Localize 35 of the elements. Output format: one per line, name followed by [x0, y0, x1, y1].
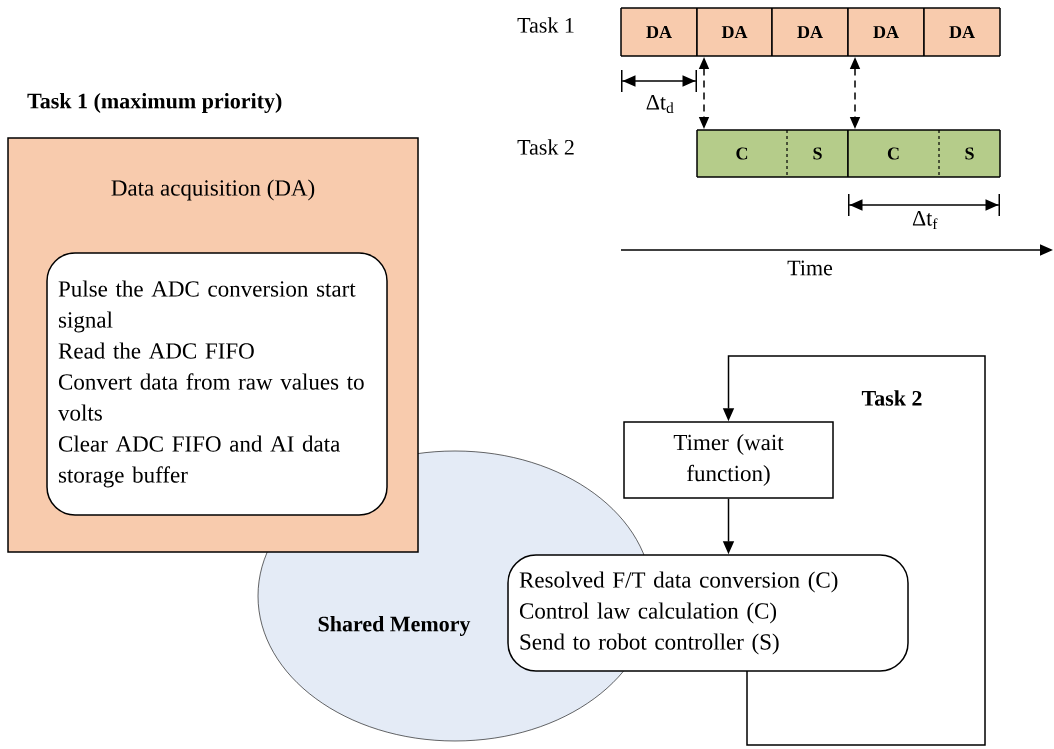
axis-label: Task 2	[517, 139, 574, 155]
memory-label: Shared Memory	[318, 616, 471, 636]
axis-label: Δt$_{f}$	[912, 210, 938, 230]
node-label: C	[736, 147, 748, 160]
step-text: Read the ADC FIFO	[58, 342, 254, 359]
axis-label: Task 1	[517, 17, 574, 33]
node-label: DA	[721, 26, 748, 38]
timer-box: Timer (wait function)	[623, 421, 834, 499]
heading-text: Task 1 (maximum priority)	[27, 93, 282, 113]
step-text: Pulse the ADC conversion start signal	[58, 280, 356, 333]
box-title: Data acquisition (DA)	[111, 179, 315, 201]
axis-label: Task 2	[861, 390, 922, 406]
time-slot: C	[847, 129, 940, 178]
node-label: DA	[797, 26, 823, 38]
step-text: Send to robot controller (S)	[520, 633, 779, 655]
step-text: Clear ADC FIFO and AI data storage buffer	[58, 435, 340, 488]
step-text: Resolved F/T data conversion (C)	[519, 571, 838, 593]
time-slot: C	[696, 129, 788, 178]
node-label: DA	[646, 26, 672, 38]
rounded-box	[46, 252, 388, 516]
time-slot: DA	[771, 7, 849, 57]
time-slot: DA	[847, 7, 925, 57]
time-slot: DA	[620, 7, 698, 57]
step-text: Convert data from raw values to volts	[58, 373, 364, 421]
axis-label: Δt$_{d}$	[646, 94, 674, 114]
node-label: DA	[873, 26, 899, 38]
step-text: Control law calculation (C)	[519, 602, 777, 624]
rounded-box	[507, 554, 909, 672]
node-label: S	[813, 147, 822, 160]
time-slot: S	[938, 129, 1001, 178]
time-slot: S	[786, 129, 849, 178]
time-slot: DA	[923, 7, 1001, 57]
axis-label: Time	[787, 260, 833, 276]
time-slot: DA	[696, 7, 773, 57]
node-label: C	[887, 147, 899, 160]
